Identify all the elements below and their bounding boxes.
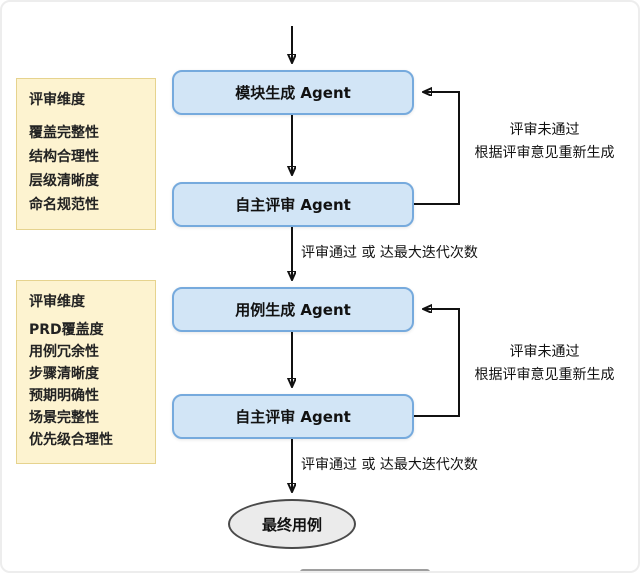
- bottom-edge-artifact: [300, 569, 430, 571]
- panel-title: 评审维度: [29, 294, 85, 310]
- panel-item: 用例冗余性: [29, 344, 99, 360]
- panel-item: 覆盖完整性: [29, 125, 99, 141]
- panel-title: 评审维度: [29, 92, 85, 108]
- pass-label-2: 评审通过 或 达最大迭代次数: [301, 457, 478, 473]
- node-label: 自主评审 Agent: [235, 196, 351, 214]
- node-self-review-agent-2: 自主评审 Agent: [172, 394, 414, 439]
- panel-item: 场景完整性: [29, 410, 99, 426]
- panel-item: 层级清晰度: [29, 173, 99, 189]
- loop-label-1: 评审未通过 根据评审意见重新生成: [452, 119, 637, 165]
- node-module-generation-agent: 模块生成 Agent: [172, 70, 414, 115]
- review-dimensions-panel-1: 评审维度 覆盖完整性 结构合理性 层级清晰度 命名规范性: [16, 78, 156, 230]
- loop-label-2-line1: 评审未通过: [509, 344, 580, 360]
- panel-item: 命名规范性: [29, 197, 99, 213]
- loop-label-1-line2: 根据评审意见重新生成: [474, 145, 615, 161]
- loop-label-1-line1: 评审未通过: [509, 122, 580, 138]
- node-case-generation-agent: 用例生成 Agent: [172, 287, 414, 332]
- pass-label-1: 评审通过 或 达最大迭代次数: [301, 245, 478, 261]
- panel-item: PRD覆盖度: [29, 322, 104, 338]
- node-label: 最终用例: [261, 515, 322, 534]
- review-dimensions-panel-2: 评审维度 PRD覆盖度 用例冗余性 步骤清晰度 预期明确性 场景完整性 优先级合…: [16, 280, 156, 464]
- panel-item: 优先级合理性: [29, 432, 113, 448]
- panel-item: 步骤清晰度: [29, 366, 99, 382]
- panel-item: 结构合理性: [29, 149, 99, 165]
- node-final-cases: 最终用例: [228, 499, 356, 549]
- loop-label-2-line2: 根据评审意见重新生成: [474, 367, 615, 383]
- node-self-review-agent-1: 自主评审 Agent: [172, 182, 414, 227]
- loop-label-2: 评审未通过 根据评审意见重新生成: [452, 341, 637, 387]
- node-label: 用例生成 Agent: [235, 301, 351, 319]
- node-label: 模块生成 Agent: [235, 84, 351, 102]
- node-label: 自主评审 Agent: [235, 408, 351, 426]
- panel-item: 预期明确性: [29, 388, 99, 404]
